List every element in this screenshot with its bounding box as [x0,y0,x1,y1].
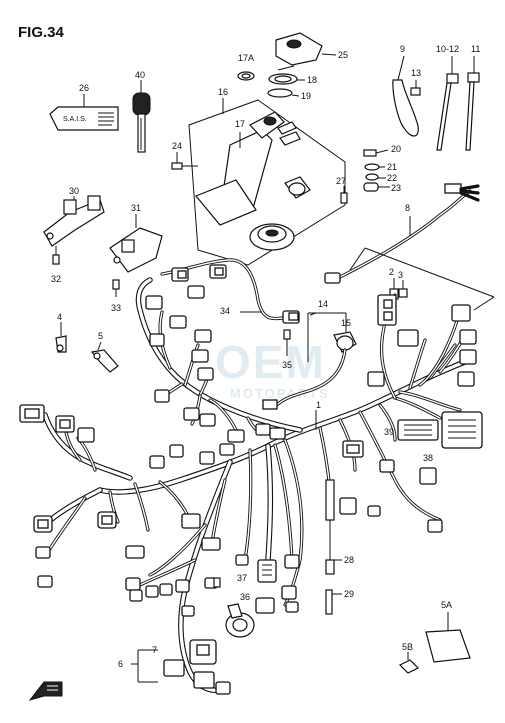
callout-labels: 1 2 3 4 5 5A 5B 6 7 8 9 10-12 11 13 14 1… [51,44,480,669]
forward-arrow-icon [28,681,63,701]
part-23-grommet [363,182,390,192]
callout-10-12: 10-12 [436,44,459,54]
part-10-12-band [436,56,459,151]
part-19-o-ring [267,88,300,98]
callout-1: 1 [316,400,321,410]
callout-38: 38 [423,453,433,463]
part-33-screw [112,279,120,297]
callout-2: 2 [389,267,394,277]
callout-19: 19 [301,91,311,101]
callout-25: 25 [338,50,348,60]
callout-26: 26 [79,83,89,93]
decal-text: S.A.I.S. [63,116,87,123]
part-25-lock-cover [275,32,337,71]
reference-lines [349,247,495,311]
callout-29: 29 [344,589,354,599]
callout-4: 4 [57,312,62,322]
callout-5: 5 [98,331,103,341]
callout-35: 35 [282,360,292,370]
callout-18: 18 [307,75,317,85]
callout-13: 13 [411,68,421,78]
callout-17A: 17A [238,53,254,63]
watermark-main: OEM [215,336,326,388]
watermark-sub: MOTOPARTS [230,386,330,401]
part-14-15-horn-lead [262,312,357,410]
callout-9: 9 [400,44,405,54]
callout-34: 34 [220,306,230,316]
callout-16: 16 [218,87,228,97]
callout-22: 22 [387,173,397,183]
part-8-sub-harness [324,183,480,284]
callout-15: 15 [341,318,351,328]
part-26-decal: S.A.I.S. [49,94,119,131]
callout-28: 28 [344,555,354,565]
callout-27: 27 [336,176,346,186]
callout-5A: 5A [441,600,452,610]
callout-39: 39 [384,427,394,437]
callout-30: 30 [69,186,79,196]
part-40-key [132,80,151,153]
part-31-relay [109,214,163,273]
figure-title: FIG.34 [18,24,65,41]
part-27-bolt [340,186,348,204]
part-17A-washer [237,71,255,81]
part-6-bracket [131,649,158,683]
part-5B-pad [398,652,420,674]
part-5A-pad [425,612,471,663]
part-30-bracket [43,195,105,247]
callout-14: 14 [318,299,328,309]
callout-37: 37 [237,573,247,583]
part-24-bolt [171,152,198,170]
callout-11: 11 [471,44,480,54]
part-5-sensor [90,341,119,373]
part-4-clip [55,322,67,353]
callout-32: 32 [51,274,61,284]
part-18-ring [268,73,305,85]
part-3-fuse [398,280,408,298]
callout-8: 8 [405,203,410,213]
part-13-clip [410,80,421,96]
part-35-screw [283,329,291,356]
part-20-bolt [363,149,389,157]
part-32-screw [52,246,60,265]
part-11-band [465,56,480,151]
callout-3: 3 [398,270,403,280]
callout-24: 24 [172,141,182,151]
callout-40: 40 [135,70,145,80]
callout-36: 36 [240,592,250,602]
part-16-ignition-switch-assembly [188,98,346,266]
callout-31: 31 [131,203,141,213]
callout-20: 20 [391,144,401,154]
part-34-sensor-lead [160,258,300,324]
callout-23: 23 [391,183,401,193]
callout-17: 17 [235,119,245,129]
callout-5B: 5B [402,642,413,652]
callout-21: 21 [387,162,397,172]
callout-7: 7 [152,645,157,655]
callout-6: 6 [118,659,123,669]
connectors [19,264,483,695]
part-22-nut [365,173,386,181]
part-9-clamp [392,55,419,137]
part-21-washer [364,163,385,171]
watermark: OEM MOTOPARTS [215,336,330,401]
callout-33: 33 [111,303,121,313]
